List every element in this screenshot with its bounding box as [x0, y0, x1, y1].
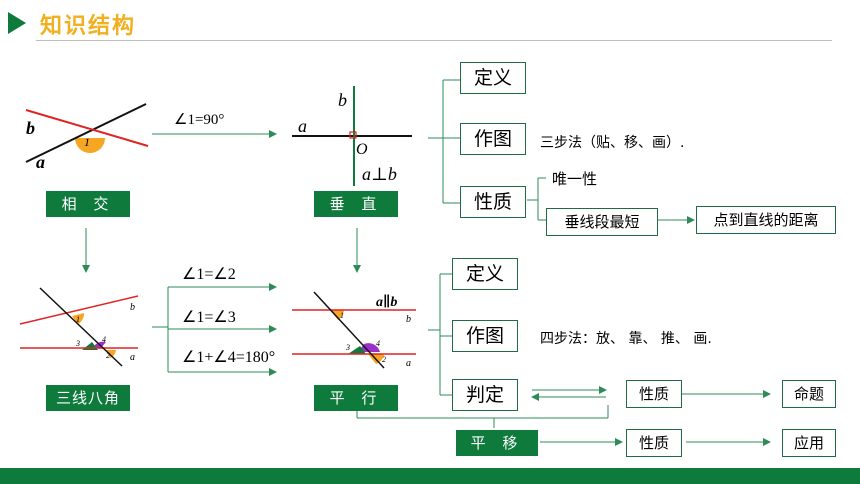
title-divider	[36, 40, 832, 41]
label-1: 1	[76, 315, 80, 324]
par-construction-note: 四步法：放、 靠、 推、 画.	[540, 331, 712, 347]
title-chevron-icon	[8, 12, 26, 34]
intersect-figure: b a 1	[25, 103, 149, 172]
right-angle-mark	[349, 131, 357, 139]
three-lines-figure: b a 1 2 3 4	[19, 287, 139, 367]
application-box: 应用	[782, 429, 836, 457]
parallel-label: 平 行	[314, 385, 398, 411]
label-a: a	[130, 352, 135, 363]
par-property-box: 性质	[626, 380, 682, 408]
label-3: 3	[345, 343, 350, 352]
line-a	[25, 103, 147, 163]
label-2: 2	[106, 351, 110, 360]
three-lines-label: 三线八角	[46, 385, 130, 411]
perpendicular-figure: b a O a⊥b	[292, 86, 412, 186]
condition-1: ∠1=∠2	[182, 266, 236, 283]
label-3: 3	[75, 339, 80, 348]
line-b	[25, 109, 149, 147]
label-a-par-b: a∥b	[376, 294, 397, 310]
condition-2: ∠1=∠3	[182, 309, 236, 326]
proposition-box: 命题	[782, 380, 836, 408]
distance-box: 点到直线的距离	[696, 206, 836, 234]
perp-property-box: 性质	[460, 186, 526, 218]
label-b: b	[338, 90, 347, 110]
parallel-figure: a∥b b a 1 2 3 4	[292, 291, 416, 369]
label-a: a	[406, 358, 411, 369]
label-a: a	[298, 116, 307, 136]
par-definition-box: 定义	[452, 258, 518, 290]
line-b	[19, 295, 139, 325]
label-2: 2	[382, 355, 386, 364]
label-1: 1	[340, 311, 344, 320]
label-1: 1	[84, 135, 90, 149]
label-o: O	[356, 141, 368, 158]
page-title: 知识结构	[40, 14, 137, 39]
par-construction-box: 作图	[452, 320, 518, 352]
transversal	[39, 287, 123, 367]
intersect-label: 相 交	[46, 191, 130, 217]
angle-1-fill	[75, 138, 105, 153]
translation-property-box: 性质	[626, 429, 682, 457]
perp-definition-box: 定义	[460, 62, 526, 94]
uniqueness-text: 唯一性	[552, 170, 598, 188]
perp-construction-box: 作图	[460, 123, 526, 155]
footer-bar	[0, 468, 860, 484]
label-b: b	[26, 118, 35, 138]
condition-3: ∠1+∠4=180°	[182, 349, 276, 366]
par-judgement-box: 判定	[452, 379, 518, 411]
label-4: 4	[102, 335, 106, 344]
label-b: b	[130, 302, 135, 313]
label-a: a	[36, 152, 45, 172]
translation-label: 平 移	[456, 430, 538, 456]
angle90-label: ∠1=90°	[174, 112, 225, 128]
label-4: 4	[376, 339, 380, 348]
label-b: b	[406, 314, 411, 325]
perpendicular-label: 垂 直	[314, 191, 398, 217]
perp-construction-note: 三步法（贴、移、画）.	[540, 135, 685, 151]
label-a-perp-b: a⊥b	[362, 164, 397, 184]
transversal	[313, 291, 385, 369]
shortest-box: 垂线段最短	[546, 208, 658, 236]
